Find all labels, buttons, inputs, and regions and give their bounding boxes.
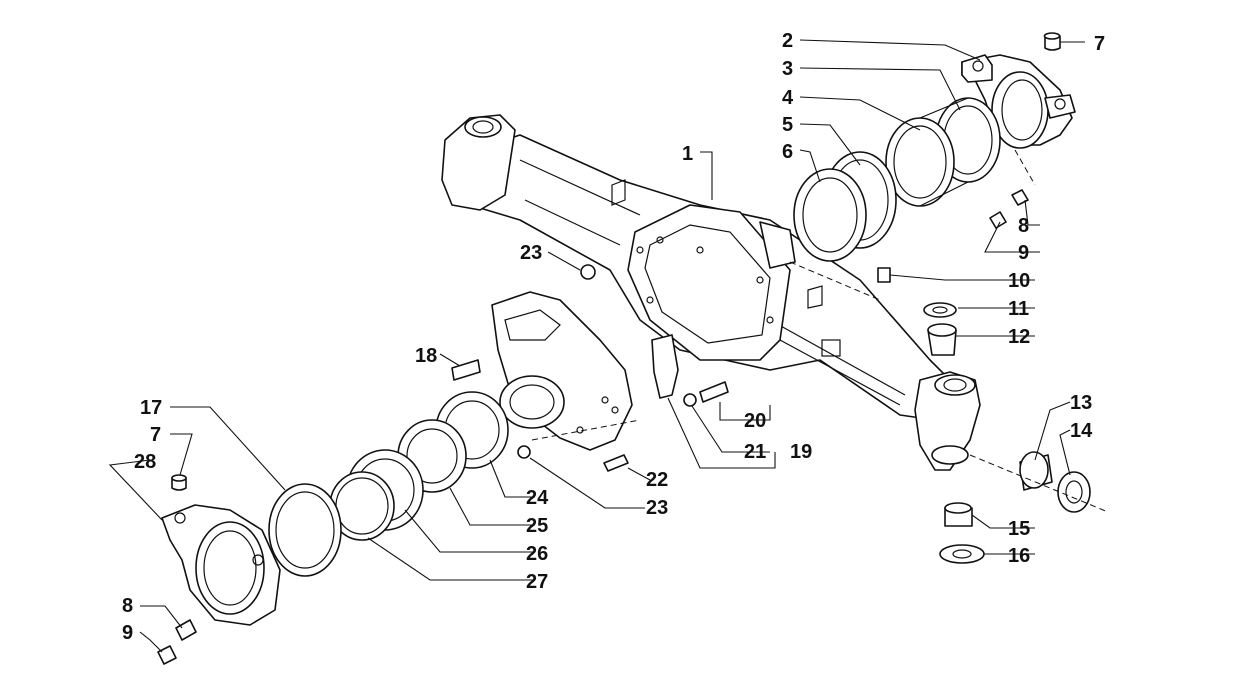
- callout-23-lower: 23: [646, 497, 668, 519]
- callout-28: 28: [134, 451, 156, 473]
- bearing-carrier-lower: [161, 504, 281, 626]
- centerline-knuckle: [531, 419, 641, 441]
- centerline-kingpin-right-2: [969, 454, 1109, 513]
- leader-lines: [108, 39, 1085, 653]
- callout-21: 21: [744, 441, 766, 463]
- callout-7-upper: 7: [1094, 33, 1105, 55]
- callout-8-lower: 8: [122, 595, 133, 617]
- callout-15: 15: [1008, 518, 1030, 540]
- callout-23-upper: 23: [520, 242, 542, 264]
- callout-10: 10: [1008, 270, 1030, 292]
- centerline-kingpin-right: [789, 261, 881, 301]
- callout-20: 20: [744, 410, 766, 432]
- callout-6: 6: [782, 141, 793, 163]
- ring-17: [268, 483, 342, 577]
- callout-16: 16: [1008, 545, 1030, 567]
- axle-housing: [441, 114, 981, 471]
- bearing-carrier-upper: [961, 54, 1076, 149]
- callout-9-lower: 9: [122, 622, 133, 644]
- seal-6: [793, 168, 867, 262]
- callout-5: 5: [782, 114, 793, 136]
- bracket-19: [651, 334, 679, 399]
- callout-11: 11: [1008, 298, 1029, 320]
- bushing-13-14: [1019, 451, 1091, 513]
- callout-3: 3: [782, 58, 793, 80]
- centerline-upper-carrier: [1014, 149, 1036, 186]
- callout-25: 25: [526, 515, 548, 537]
- callout-labels: 2 7 3 4 5 6 1 8 9 23 10 11 12 18 13 17 2…: [122, 30, 1105, 644]
- callout-2: 2: [782, 30, 793, 52]
- callout-19: 19: [790, 441, 812, 463]
- callout-18: 18: [415, 345, 437, 367]
- bearing-ring-4: [885, 97, 969, 207]
- callout-17: 17: [140, 397, 162, 419]
- callout-8-upper: 8: [1018, 215, 1029, 237]
- grease-fittings-upper: [989, 189, 1029, 229]
- callout-7-lower: 7: [150, 424, 161, 446]
- callout-12: 12: [1008, 326, 1030, 348]
- callout-9-upper: 9: [1018, 242, 1029, 264]
- callout-27: 27: [526, 571, 548, 593]
- steering-knuckle: [491, 291, 633, 451]
- callout-22: 22: [646, 469, 668, 491]
- bolts-18-20: [451, 264, 729, 472]
- callout-4: 4: [782, 87, 794, 109]
- callout-26: 26: [526, 543, 548, 565]
- plug-7-upper: [1043, 32, 1061, 51]
- callout-24: 24: [526, 487, 549, 509]
- plug-7-lower: [171, 474, 187, 491]
- grease-fittings-lower: [157, 619, 197, 665]
- callout-1: 1: [682, 143, 693, 165]
- callout-13: 13: [1070, 392, 1092, 414]
- callout-14: 14: [1070, 420, 1093, 442]
